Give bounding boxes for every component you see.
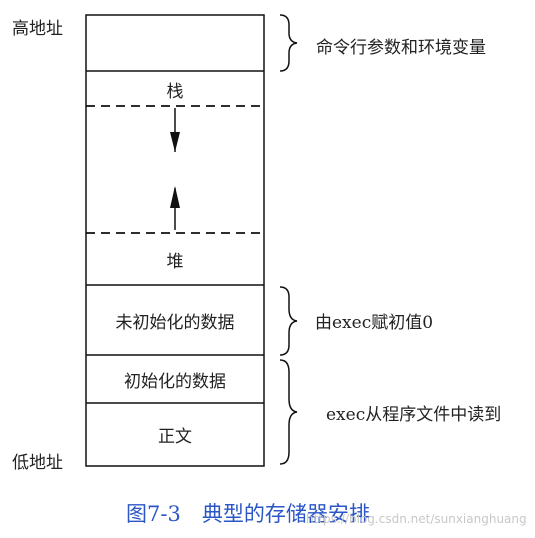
exec-brace (279, 359, 298, 465)
stack-growth-arrowhead (170, 132, 180, 152)
stack-segment-label: 栈 (166, 81, 184, 102)
bss-annotation: 由exec赋初值0 (315, 313, 434, 333)
bss-brace (279, 286, 298, 356)
watermark: https://blog.csdn.net/sunxianghuang (306, 512, 527, 526)
exec-annotation: exec从程序文件中读到 (326, 405, 502, 425)
high-address-label: 高地址 (12, 19, 63, 39)
heap-segment-label: 堆 (166, 251, 184, 272)
data-segment-label: 初始化的数据 (124, 371, 226, 392)
env-brace (279, 14, 298, 72)
low-address-label: 低地址 (12, 453, 63, 473)
memory-outer-box (85, 14, 265, 467)
heap-growth-arrowhead (170, 186, 180, 208)
text-segment-label: 正文 (158, 427, 192, 447)
figure-caption: 图7-3 典型的存储器安排 (126, 502, 370, 526)
env-annotation: 命令行参数和环境变量 (316, 38, 486, 58)
bss-segment-label: 未初始化的数据 (115, 312, 235, 333)
